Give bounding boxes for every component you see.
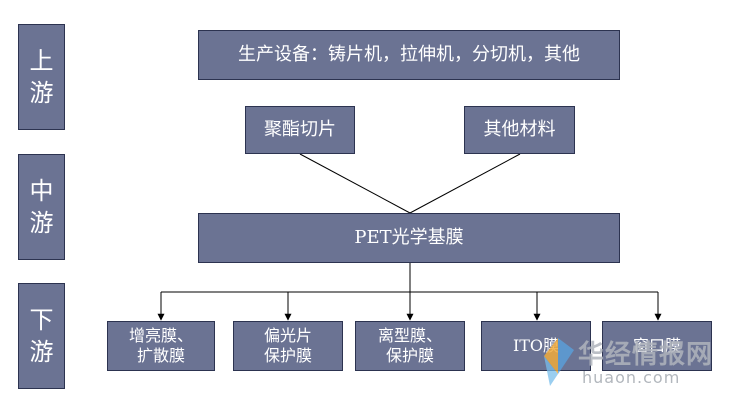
stage-midstream-char-2: 游 xyxy=(29,209,54,237)
stage-downstream-label: 下 游 xyxy=(18,283,65,389)
pet-base-film-box: PET光学基膜 xyxy=(198,213,620,263)
downstream-item-line-1: 离型膜、 xyxy=(377,326,442,345)
downstream-item-brightness-film: 增亮膜、 扩散膜 xyxy=(107,321,215,371)
stage-midstream-char-1: 中 xyxy=(29,176,54,205)
downstream-item-line-1: 增亮膜、 xyxy=(128,326,193,345)
downstream-item-line-1: 窗口膜 xyxy=(632,336,681,355)
pet-base-film-text: PET光学基膜 xyxy=(354,226,464,248)
line-polyester-to-pet xyxy=(299,153,411,214)
downstream-item-line-1: ITO膜 xyxy=(512,336,560,355)
downstream-item-window-film: 窗口膜 xyxy=(602,321,712,371)
stage-midstream-label: 中 游 xyxy=(18,154,65,260)
polyester-chip-text: 聚酯切片 xyxy=(264,118,336,140)
other-material-box: 其他材料 xyxy=(464,106,575,154)
stage-downstream-char-1: 下 xyxy=(29,305,54,334)
watermark-url: huaon.com xyxy=(582,368,681,387)
polyester-chip-box: 聚酯切片 xyxy=(245,106,355,154)
downstream-item-line-2: 保护膜 xyxy=(385,346,434,365)
equipment-box: 生产设备：铸片机，拉伸机，分切机，其他 xyxy=(198,30,620,80)
downstream-item-line-2: 保护膜 xyxy=(263,346,312,365)
stage-upstream-char-1: 上 xyxy=(29,46,54,75)
equipment-text: 生产设备：铸片机，拉伸机，分切机，其他 xyxy=(238,43,580,65)
other-material-text: 其他材料 xyxy=(483,118,556,140)
downstream-item-line-2: 扩散膜 xyxy=(136,346,185,365)
stage-downstream-char-2: 游 xyxy=(29,338,54,366)
watermark-logo-icon xyxy=(544,338,574,386)
downstream-item-line-1: 偏光片 xyxy=(263,326,312,345)
downstream-item-polarizer-film: 偏光片 保护膜 xyxy=(233,321,343,371)
line-other-material-to-pet xyxy=(409,153,521,214)
watermark: 华经情报网 huaon.com xyxy=(540,334,715,394)
downstream-item-release-film: 离型膜、 保护膜 xyxy=(355,321,465,371)
downstream-item-ito-film: ITO膜 xyxy=(481,321,591,371)
stage-upstream-char-2: 游 xyxy=(29,79,54,107)
watermark-brand: 华经情报网 xyxy=(578,340,714,370)
stage-upstream-label: 上 游 xyxy=(18,24,65,130)
